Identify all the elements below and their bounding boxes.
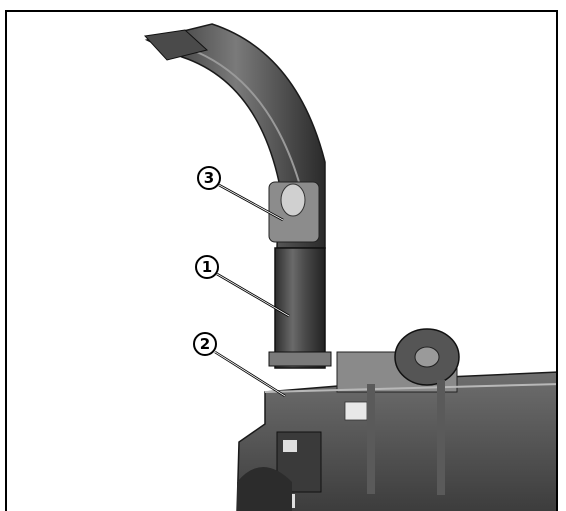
- callout-2: 2: [193, 332, 286, 398]
- figure-frame: 3 1 2: [5, 10, 558, 511]
- callout-number: 3: [204, 169, 214, 187]
- frame-strut: [367, 384, 375, 494]
- flywheel-hub: [414, 346, 440, 368]
- frame-strut: [437, 380, 445, 495]
- callout-3: 3: [197, 166, 284, 222]
- chute-rib: [196, 51, 300, 183]
- side-label: [283, 440, 297, 452]
- body-edge: [264, 383, 556, 393]
- warning-label: [344, 401, 368, 421]
- callout-number: 1: [202, 258, 212, 276]
- machine-photo: 3 1 2: [143, 23, 556, 511]
- clamp-handle: [280, 183, 306, 217]
- wheel-arch: [237, 467, 292, 511]
- vertical-tube: [274, 247, 326, 369]
- callout-number: 2: [200, 335, 210, 353]
- callout-1: 1: [195, 255, 290, 318]
- tube-base-ring: [268, 351, 332, 367]
- chute-deflector: [143, 29, 209, 61]
